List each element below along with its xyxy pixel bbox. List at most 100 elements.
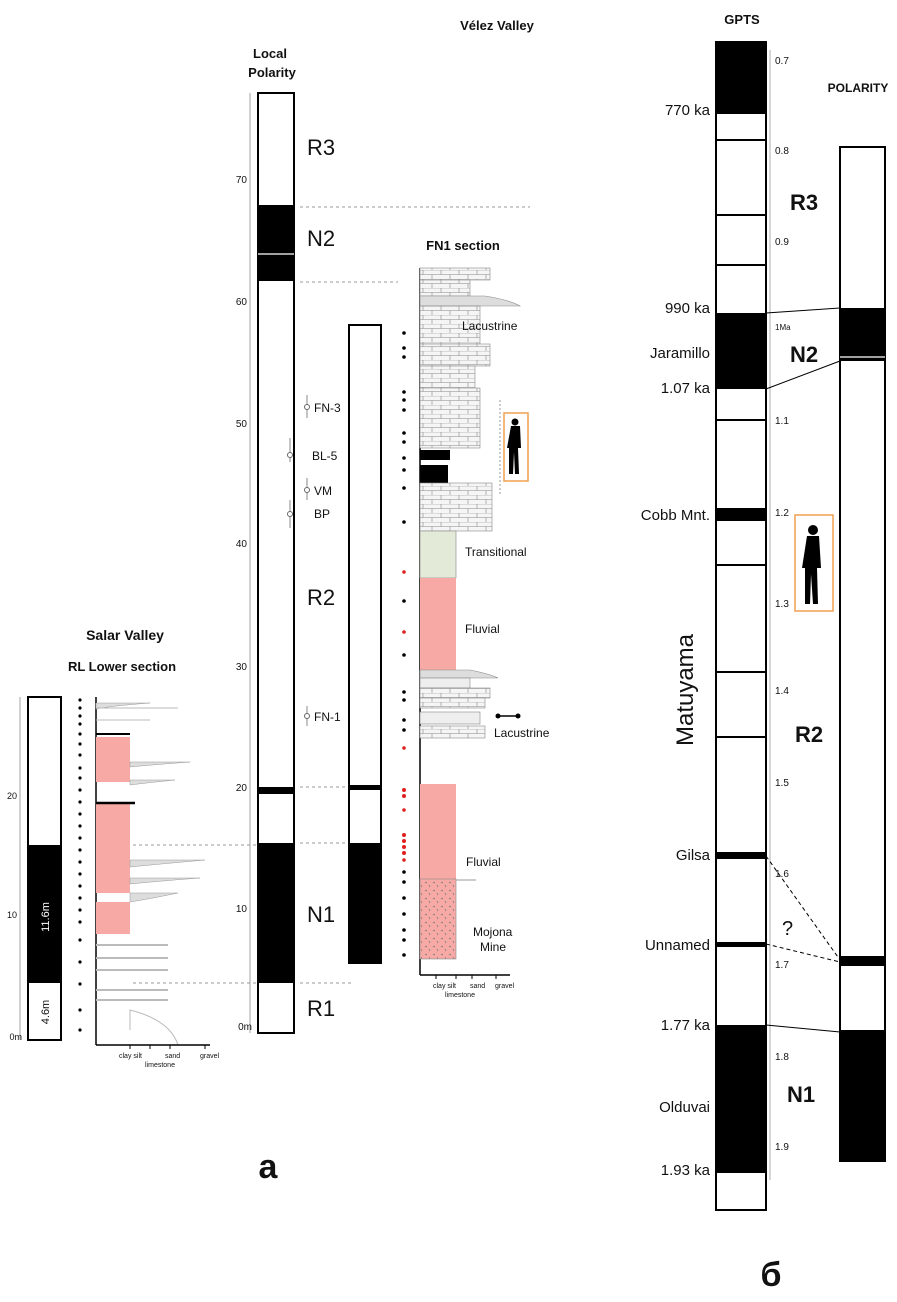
gpts-column [715, 41, 767, 1211]
lith-transitional: Transitional [465, 545, 527, 559]
salar-depth-axis: 20 10 0m [7, 697, 22, 1042]
gpts-tick-1-1: 1.1 [775, 416, 789, 427]
hominin-icon [507, 418, 521, 474]
panel-label-b: б [760, 1256, 781, 1294]
depth-tick-40: 40 [236, 539, 248, 550]
level-bl5: BL-5 [312, 449, 338, 463]
gpts-tick-1-6: 1.6 [775, 869, 789, 880]
zone-r3-b: R3 [790, 190, 818, 215]
polarity-column-b [839, 146, 886, 1162]
velez-valley-title: Vélez Valley [460, 18, 534, 33]
gpts-tick-1-9: 1.9 [775, 1142, 789, 1153]
lith-fluvial-2: Fluvial [466, 855, 501, 869]
gpts-tick-1ma: 1Ma [775, 323, 791, 332]
gpts-tick-1-5: 1.5 [775, 778, 789, 789]
salar-thickness-upper: 11.6m [40, 902, 52, 932]
salar-grain-limestone: limestone [145, 1062, 175, 1069]
level-fn1: FN-1 [314, 710, 341, 724]
fn1-grain-sand: sand [470, 983, 485, 990]
age-jaramillo: Jaramillo [650, 345, 710, 362]
gpts-tick-0-8: 0.8 [775, 146, 789, 157]
gpts-tick-1-3: 1.3 [775, 599, 789, 610]
age-770ka: 770 ka [665, 102, 711, 119]
age-gilsa: Gilsa [676, 847, 711, 864]
level-bp: BP [314, 507, 330, 521]
gpts-tick-1-7: 1.7 [775, 960, 789, 971]
lith-mojona-1: Mojona [473, 925, 513, 939]
salar-grain-sand: sand [165, 1053, 180, 1060]
zone-n2-a: N2 [307, 226, 335, 251]
age-1-77ka: 1.77 ka [661, 1017, 711, 1034]
local-polarity-title-1: Local [253, 46, 287, 61]
polarity-title: POLARITY [828, 81, 889, 95]
zone-r2-b: R2 [795, 722, 823, 747]
age-olduvai: Olduvai [659, 1099, 710, 1116]
depth-tick-50: 50 [236, 419, 248, 430]
gpts-tick-axis: 0.7 0.8 0.9 1Ma 1.1 1.2 1.3 1.4 1.5 1.6 … [769, 50, 791, 1180]
fn1-grain-limestone: limestone [445, 992, 475, 999]
zone-n1-b: N1 [787, 1082, 815, 1107]
velez-polarity-column [348, 324, 382, 964]
depth-tick-30: 30 [236, 662, 248, 673]
salar-valley-title: Salar Valley [86, 627, 164, 643]
depth-tick-10: 10 [236, 904, 248, 915]
zone-r2-a: R2 [307, 585, 335, 610]
age-990ka: 990 ka [665, 300, 711, 317]
level-vm: VM [314, 484, 332, 498]
age-cobb-mnt: Cobb Mnt. [641, 507, 710, 524]
gpts-tick-1-2: 1.2 [775, 508, 789, 519]
lith-lacustrine-2: Lacustrine [494, 726, 550, 740]
correlation-question-mark: ? [782, 918, 793, 940]
lacustrine-arrow-icon [495, 713, 521, 719]
salar-tick-0: 0m [9, 1032, 22, 1042]
fn1-grain-axis: clay silt sand gravel limestone [433, 983, 515, 999]
gpts-tick-0-7: 0.7 [775, 56, 789, 67]
depth-tick-20: 20 [236, 783, 248, 794]
zone-n2-b: N2 [790, 342, 818, 367]
matuyama-label: Matuyama [672, 633, 699, 746]
hominin-frame-a [499, 400, 529, 496]
depth-tick-70: 70 [236, 175, 248, 186]
fn1-lithology-log [419, 267, 522, 979]
salar-tick-10: 10 [7, 910, 17, 920]
lith-mojona-2: Mine [480, 940, 506, 954]
salar-tick-20: 20 [7, 791, 17, 801]
panel-b-zone-labels: R3 N2 R2 N1 [787, 190, 823, 1107]
depth-axis: 70 60 50 40 30 20 10 0m [236, 93, 252, 1033]
zone-n1-a: N1 [307, 902, 335, 927]
zone-r3-a: R3 [307, 135, 335, 160]
level-markers: FN-3 BL-5 VM BP FN-1 [287, 395, 341, 726]
fn1-grain-gravel: gravel [495, 983, 515, 990]
hominin-icon-b [802, 525, 821, 604]
fn1-section-title: FN1 section [426, 238, 500, 253]
salar-sample-dots [78, 698, 82, 1032]
gpts-tick-1-8: 1.8 [775, 1052, 789, 1063]
panel-label-a: a [259, 1148, 279, 1186]
level-fn3: FN-3 [314, 401, 341, 415]
gpts-tick-0-9: 0.9 [775, 237, 789, 248]
age-1-93ka: 1.93 ka [661, 1162, 711, 1179]
gpts-tick-1-4: 1.4 [775, 686, 789, 697]
correlation-lines-b [765, 307, 841, 1033]
salar-grain-axis: clay silt sand gravel limestone [119, 1053, 220, 1069]
zone-r1-a: R1 [307, 996, 335, 1021]
sample-dots [402, 331, 406, 957]
lith-lacustrine-top: Lacustrine [462, 319, 518, 333]
gpts-age-labels: 770 ka 990 ka Jaramillo 1.07 ka Cobb Mnt… [641, 102, 711, 1179]
age-1-07ka: 1.07 ka [661, 380, 711, 397]
local-polarity-title-2: Polarity [248, 65, 296, 80]
local-polarity-column [257, 92, 295, 1034]
salar-grain-clay: clay silt [119, 1053, 142, 1060]
lith-fluvial-1: Fluvial [465, 622, 500, 636]
depth-tick-0: 0m [238, 1022, 252, 1033]
depth-tick-60: 60 [236, 297, 248, 308]
salar-lithology-log [95, 697, 210, 1049]
salar-grain-gravel: gravel [200, 1053, 220, 1060]
hominin-frame-b [794, 514, 834, 612]
salar-polarity-column: 11.6m 4.6m [27, 696, 62, 1041]
salar-thickness-lower: 4.6m [40, 1000, 52, 1024]
gpts-title: GPTS [724, 12, 760, 27]
age-unnamed: Unnamed [645, 937, 710, 954]
rl-lower-title: RL Lower section [68, 659, 176, 674]
